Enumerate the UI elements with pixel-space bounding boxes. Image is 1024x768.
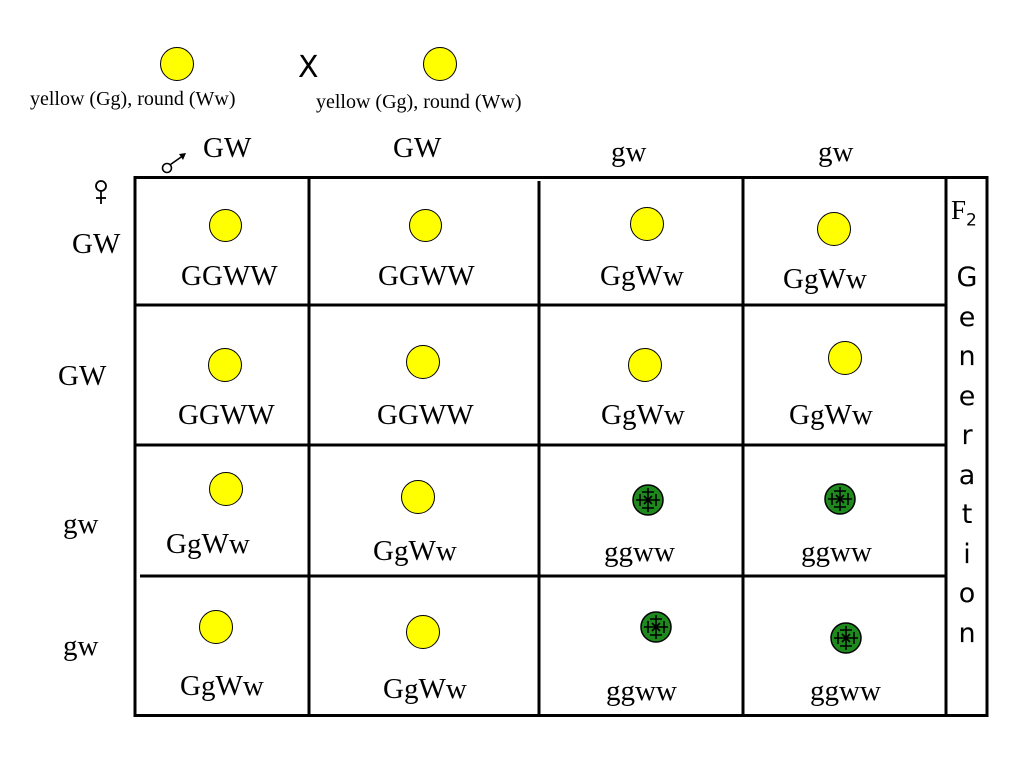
cell-3-3-wrinkled-pea-icon [632,484,664,516]
male-gamete-1: GW [203,132,252,164]
cell-1-4-genotype: GgWw [783,263,867,295]
generation-letter-10: n [958,617,976,649]
cell-2-1-pea-icon [208,348,242,382]
cell-1-2-pea-icon [409,209,442,242]
cell-1-3-genotype: GgWw [600,260,684,292]
cell-4-1-pea-icon [199,610,233,644]
cell-4-2-pea-icon [406,615,440,649]
generation-letter-9: o [958,578,976,609]
cell-3-1-genotype: GgWw [166,528,250,560]
generation-letter-1: G [956,262,978,293]
cell-2-3-genotype: GgWw [601,399,685,431]
cell-4-2-genotype: GgWw [383,673,467,705]
generation-letter-5: r [961,420,973,451]
cell-2-1-genotype: GGWW [178,399,275,431]
parent1-label: yellow (Gg), round (Ww) [30,88,236,110]
cell-3-4-wrinkled-pea-icon [824,483,856,515]
cell-4-4-wrinkled-pea-icon [830,622,862,654]
cell-1-4-pea-icon [817,212,851,246]
male-symbol-icon [161,153,186,174]
cell-1-1-genotype: GGWW [181,260,278,292]
female-gamete-1: GW [72,228,121,260]
cell-4-1-genotype: GgWw [180,670,264,702]
generation-letter-2: e [958,301,976,333]
cell-2-4-genotype: GgWw [789,399,873,431]
cell-3-4-genotype: ggww [801,536,872,568]
generation-letter-8: i [963,538,971,570]
cross-symbol: X [298,50,319,85]
female-gamete-3: gw [63,508,99,540]
f2-subscript: 2 [966,210,977,231]
cell-2-3-pea-icon [628,348,662,382]
cell-1-3-pea-icon [630,207,664,241]
female-gamete-4: gw [63,630,99,662]
parent1-pea-icon [160,47,194,81]
male-gamete-2: GW [393,132,442,164]
cell-2-4-pea-icon [828,341,862,375]
cell-1-1-pea-icon [209,209,242,242]
cell-2-2-pea-icon [406,345,440,379]
parent2-pea-icon [423,47,457,81]
generation-letter-7: t [961,499,973,530]
cell-4-4-genotype: ggww [810,675,881,707]
cell-4-3-genotype: ggww [606,675,677,707]
cell-3-1-pea-icon [209,472,243,506]
cell-4-3-wrinkled-pea-icon [640,611,672,643]
male-gamete-4: gw [818,136,854,168]
generation-letter-3: n [958,341,976,372]
cell-3-2-genotype: GgWw [373,535,457,567]
cell-2-2-genotype: GGWW [377,399,474,431]
generation-letter-4: e [958,380,976,412]
female-gamete-2: GW [58,360,107,392]
parent2-label: yellow (Gg), round (Ww) [316,91,522,113]
cell-1-2-genotype: GGWW [378,260,475,292]
cell-3-3-genotype: ggww [604,536,675,568]
female-symbol-icon [95,180,107,204]
cell-3-2-pea-icon [401,480,435,514]
f2-letter: F [951,195,967,225]
generation-letter-6: a [958,459,976,491]
male-gamete-3: gw [611,136,647,168]
f2-label: F2 [951,195,977,230]
